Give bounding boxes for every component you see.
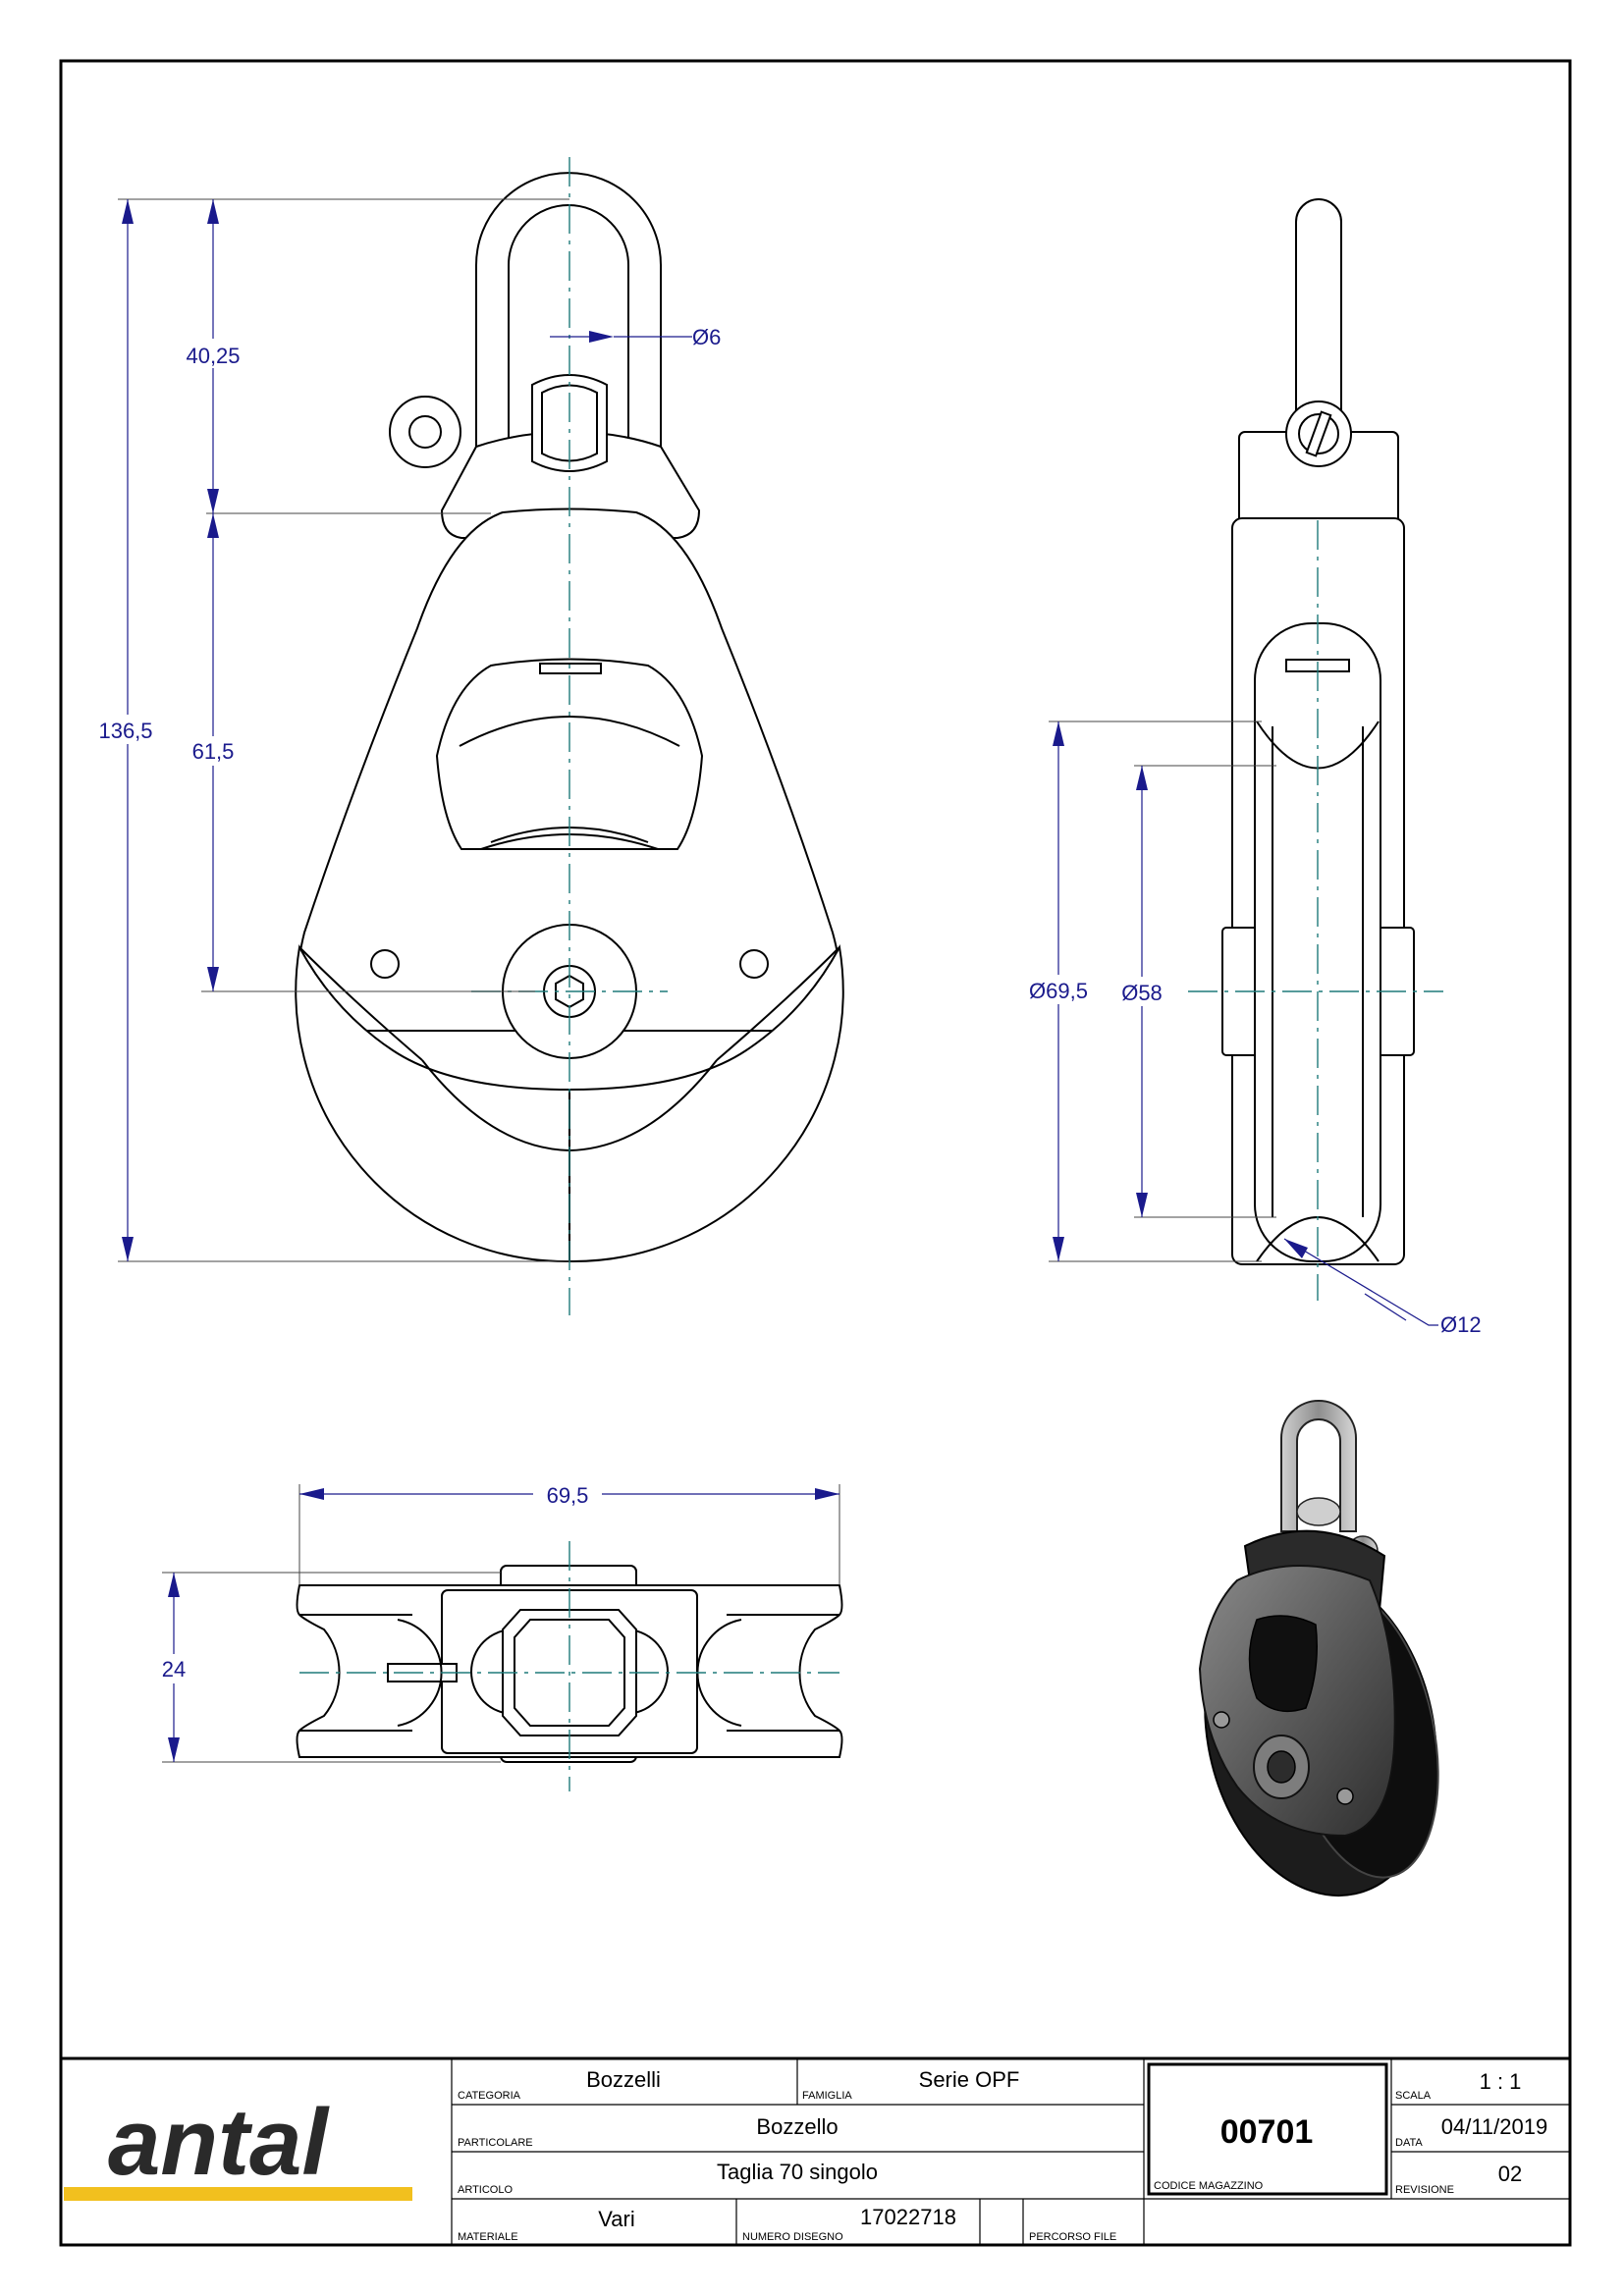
label-revisione: REVISIONE xyxy=(1395,2184,1454,2196)
label-materiale: MATERIALE xyxy=(458,2231,518,2243)
label-scala: SCALA xyxy=(1395,2090,1432,2102)
block-3d-render xyxy=(1198,1400,1439,1897)
label-categoria: CATEGORIA xyxy=(458,2090,521,2102)
label-famiglia: FAMIGLIA xyxy=(802,2090,852,2102)
value-materiale: Vari xyxy=(598,2207,635,2231)
value-scala: 1 : 1 xyxy=(1480,2069,1522,2094)
dimension-thickness: 24 xyxy=(162,1657,186,1682)
value-codice-magazzino: 00701 xyxy=(1220,2113,1314,2151)
dimension-rope-diameter: Ø12 xyxy=(1440,1312,1482,1337)
value-numero-disegno: 17022718 xyxy=(860,2205,956,2229)
logo-stripe xyxy=(64,2187,412,2201)
label-particolare: PARTICOLARE xyxy=(458,2137,533,2149)
value-particolare: Bozzello xyxy=(756,2114,838,2139)
dimension-sheave-outer-diameter: Ø69,5 xyxy=(1029,979,1088,1003)
value-categoria: Bozzelli xyxy=(586,2067,661,2092)
label-data: DATA xyxy=(1395,2137,1423,2149)
label-articolo: ARTICOLO xyxy=(458,2184,513,2196)
value-articolo: Taglia 70 singolo xyxy=(717,2160,878,2184)
value-data: 04/11/2019 xyxy=(1441,2114,1547,2139)
dimension-body-height: 61,5 xyxy=(192,739,235,764)
value-revisione: 02 xyxy=(1498,2162,1522,2186)
title-block xyxy=(59,2056,1572,2247)
dimension-pin-diameter: Ø6 xyxy=(692,325,721,349)
label-numero-disegno: NUMERO DISEGNO xyxy=(742,2231,843,2243)
value-famiglia: Serie OPF xyxy=(919,2067,1020,2092)
svg-text:antal: antal xyxy=(108,2090,330,2195)
label-codice-magazzino: CODICE MAGAZZINO xyxy=(1154,2180,1264,2192)
label-percorso-file: PERCORSO FILE xyxy=(1029,2231,1116,2243)
antal-logo: antal xyxy=(64,2090,412,2201)
side-view xyxy=(1221,198,1415,1265)
dimension-shackle-height: 40,25 xyxy=(186,344,240,368)
dimension-total-height: 136,5 xyxy=(98,719,152,743)
dimension-sheave-inner-diameter: Ø58 xyxy=(1121,981,1163,1005)
dimension-width: 69,5 xyxy=(547,1483,589,1508)
